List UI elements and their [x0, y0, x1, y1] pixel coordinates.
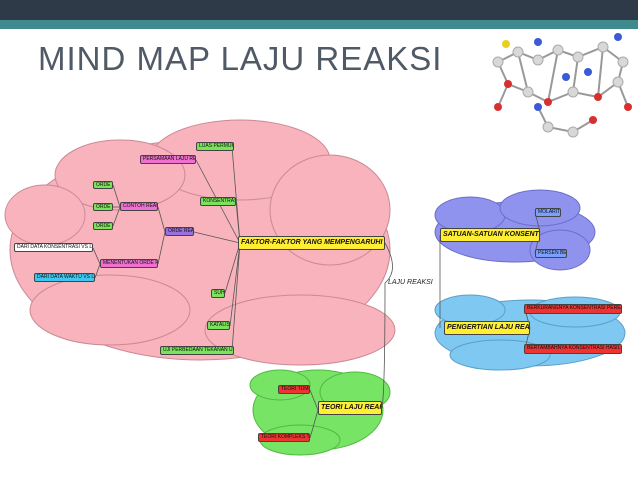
pengertian-2-node[interactable]: BERTAMBAHNYA KONSENTRASI HASIL REAKSI PE…: [524, 344, 622, 354]
slide-accent-bar: [0, 20, 638, 29]
uji-node[interactable]: UJI PERBEDAAN TEKANAN UNTUK GAS: [160, 346, 234, 355]
molaritas-node[interactable]: MOLARITAS (M): [535, 208, 561, 217]
luas-permukaan-node[interactable]: LUAS PERMUKAAN: [196, 142, 234, 151]
orde-satu-node[interactable]: ORDE SATU: [93, 203, 113, 211]
center-topic[interactable]: LAJU REAKSI: [388, 279, 433, 286]
pengertian-node[interactable]: PENGERTIAN LAJU REAKSI: [444, 321, 530, 335]
faktor-node[interactable]: FAKTOR-FAKTOR YANG MEMPENGARUHI LAJU REA…: [238, 236, 385, 250]
satuan-node[interactable]: SATUAN-SATUAN KONSENTRASI: [440, 228, 540, 242]
data-waktu-node[interactable]: DARI DATA WAKTU VS LAJU REAKSI: [34, 273, 95, 282]
teori-tumbukan-node[interactable]: TEORI TUMBUKAN: [278, 385, 310, 394]
konsentrasi-node[interactable]: KONSENTRASI: [200, 197, 236, 206]
slide-top-bar: [0, 0, 638, 20]
persen-berat-node[interactable]: PERSEN BERAT (%): [535, 249, 567, 258]
contoh-reaksi-node[interactable]: CONTOH REAKSI: [120, 202, 158, 211]
pink-cloud: [4, 119, 396, 366]
orde-reaksi-node[interactable]: ORDE REAKSI: [165, 227, 194, 236]
teori-kompleks-node[interactable]: TEORI KOMPLEKS TERAKTIFKAN: [258, 433, 310, 442]
orde-dua-node[interactable]: ORDE DUA: [93, 222, 113, 230]
persamaan-node[interactable]: PERSAMAAN LAJU REAKSI: [140, 155, 196, 164]
pengertian-1-node[interactable]: BERKURANGNYA KONSENTRASI PEREAKSI PERSAT…: [524, 304, 622, 314]
data-konsentrasi-node[interactable]: DARI DATA KONSENTRASI VS LAJU REAKSI: [14, 243, 93, 252]
katalis-node[interactable]: KATALIS: [207, 321, 230, 330]
orde-nol-node[interactable]: ORDE NOL: [93, 181, 113, 189]
menentukan-orde-node[interactable]: MENENTUKAN ORDE REAKSI: [100, 259, 158, 268]
suhu-node[interactable]: SUHU: [211, 289, 225, 298]
slide-title: MIND MAP LAJU REAKSI: [38, 40, 443, 77]
teori-node[interactable]: TEORI LAJU REAKSI: [318, 401, 382, 415]
molecule-image: [492, 33, 632, 138]
